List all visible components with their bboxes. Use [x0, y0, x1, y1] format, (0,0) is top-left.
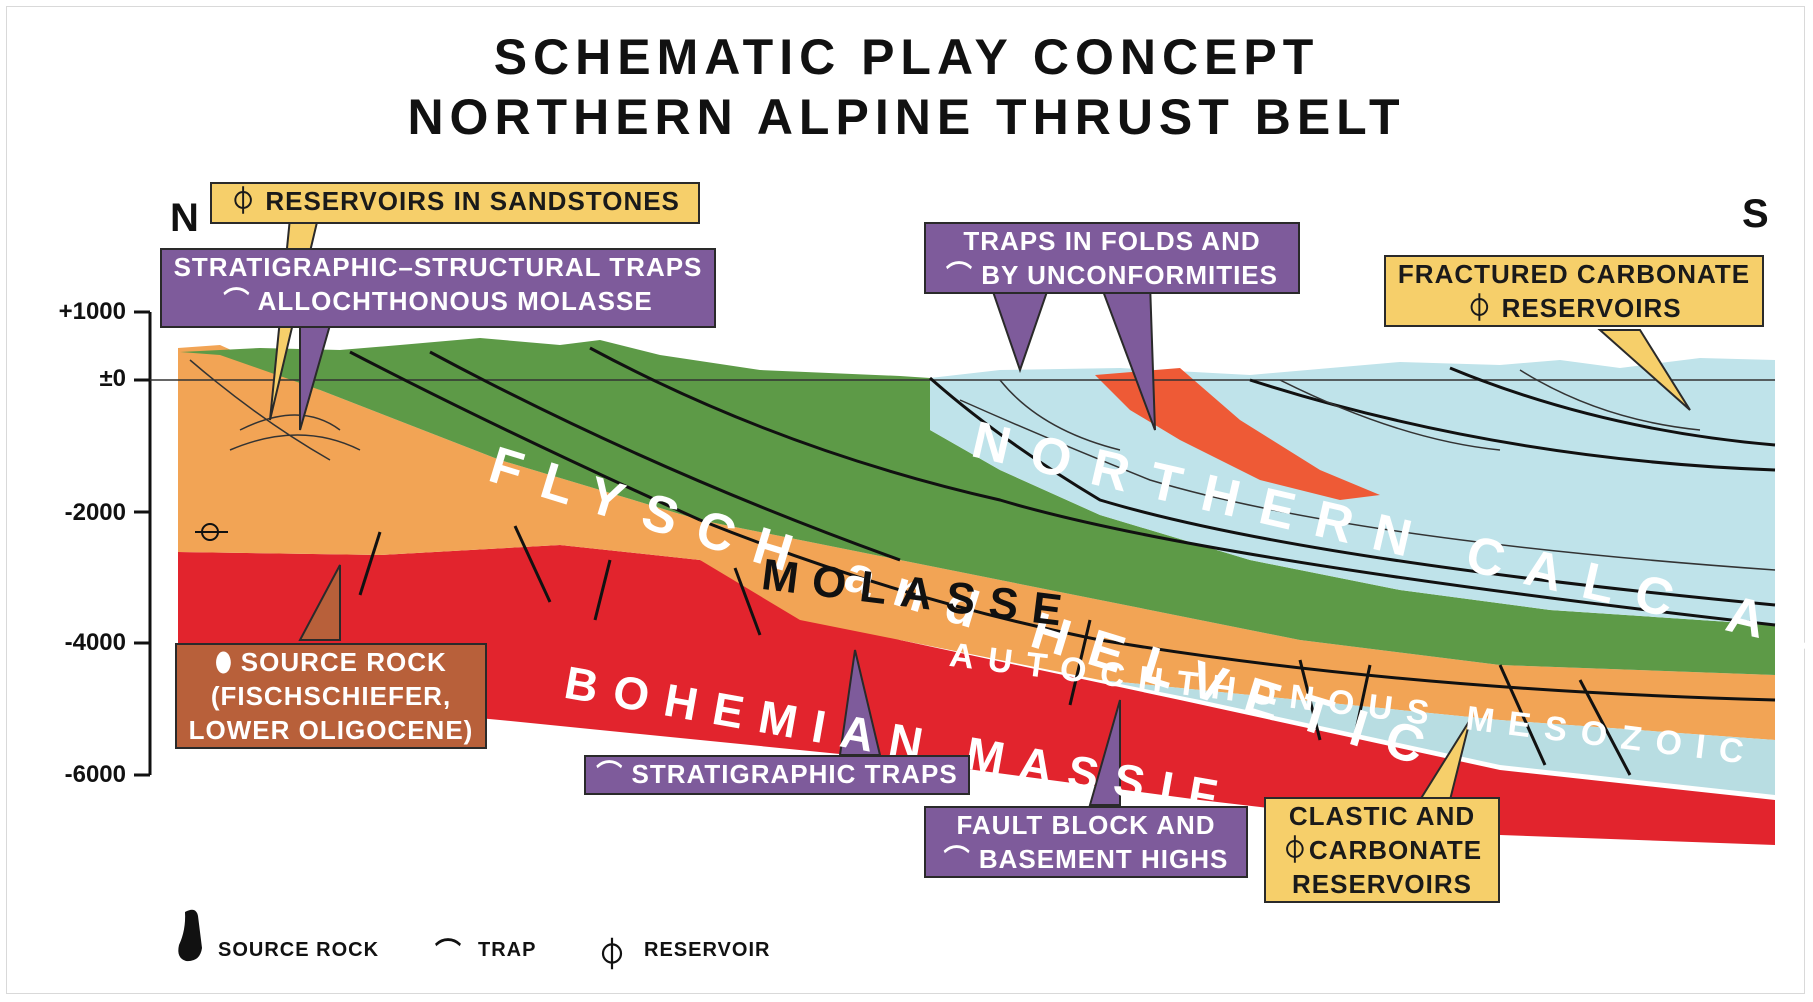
- trap-icon: ⌒: [944, 844, 979, 874]
- legend-reservoir-label: RESERVOIR: [644, 939, 770, 962]
- callout-stratigraphic-structural-traps: STRATIGRAPHIC–STRUCTURAL TRAPS ⌒ ALLOCHT…: [160, 248, 716, 328]
- trap-icon: ⌒: [946, 260, 981, 290]
- callout-fault-block: FAULT BLOCK AND ⌒ BASEMENT HIGHS: [924, 806, 1248, 878]
- source-rock-icon: ⬮: [215, 647, 241, 677]
- callout-traps-in-folds: TRAPS IN FOLDS AND ⌒ BY UNCONFORMITIES: [924, 222, 1300, 294]
- legend-reservoir-icon: ⏀: [597, 930, 628, 974]
- trap-icon: ⌒: [596, 759, 623, 789]
- depth-axis: [134, 312, 150, 775]
- reservoir-icon: ⏀: [230, 186, 257, 216]
- reservoir-icon: ⏀: [1466, 293, 1501, 323]
- callout-source-rock: ⬮ SOURCE ROCK (FISCHSCHIEFER, LOWER OLIG…: [175, 643, 487, 749]
- legend-trap-label: TRAP: [478, 939, 536, 962]
- trap-icon: ⌒: [223, 286, 257, 316]
- callout-stratigraphic-traps: ⌒ STRATIGRAPHIC TRAPS: [584, 755, 970, 795]
- callout-fractured-carbonate: FRACTURED CARBONATE ⏀ RESERVOIRS: [1384, 255, 1764, 327]
- callout-reservoirs-sandstones: ⏀ RESERVOIRS IN SANDSTONES: [210, 182, 700, 224]
- source-rock-legend-icon: [178, 910, 202, 961]
- legend-source-rock-label: SOURCE ROCK: [218, 939, 379, 962]
- legend-trap-icon: ⌒: [435, 932, 462, 969]
- callout-clastic-carbonate: CLASTIC AND ⏀CARBONATE RESERVOIRS: [1264, 797, 1500, 903]
- reservoir-icon: ⏀: [1282, 835, 1309, 865]
